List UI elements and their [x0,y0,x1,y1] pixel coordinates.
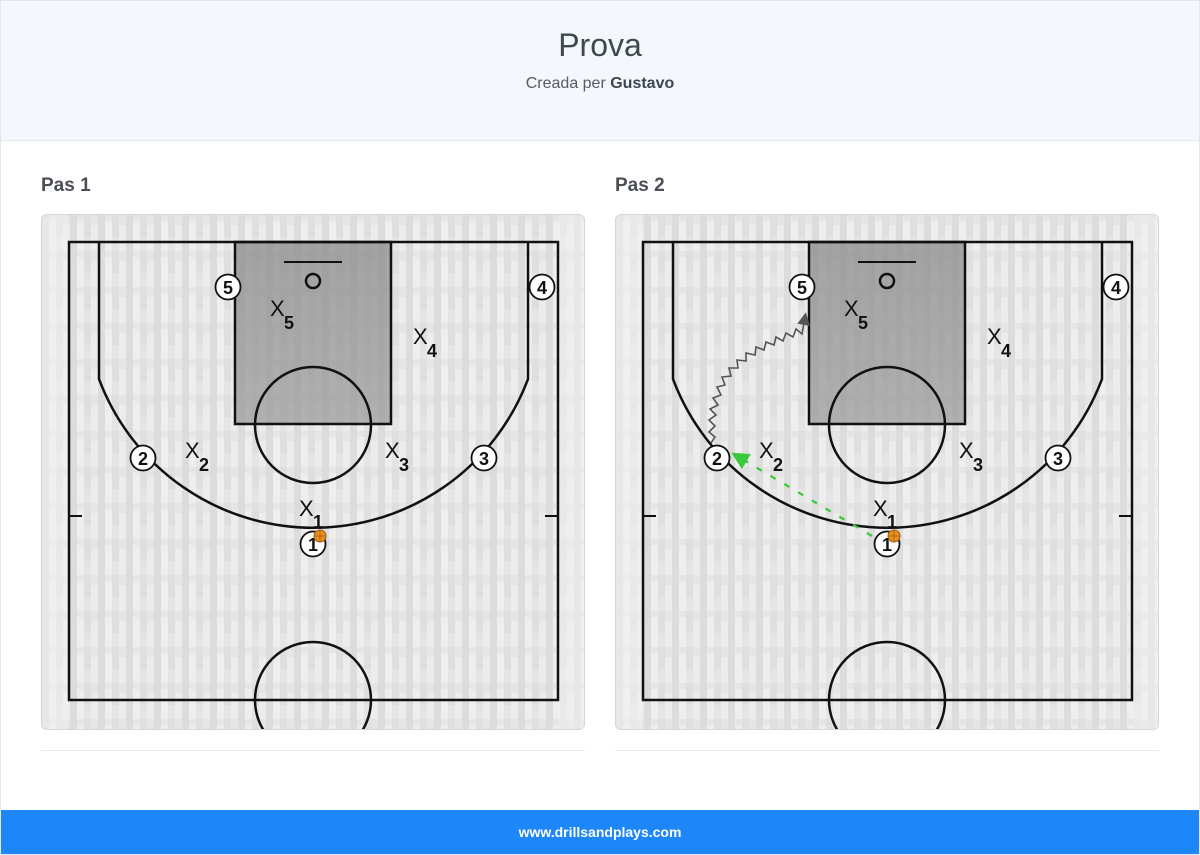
court-diagram-step-2: 5 4 2 3 1 X 5 [615,214,1159,730]
court-diagram-step-1: 5 4 2 3 1 X [41,214,585,730]
author-name[interactable]: Gustavo [610,75,675,92]
dribble-path[interactable] [707,312,810,444]
step-2-label: Pas 2 [615,175,665,196]
svg-text:2: 2 [138,449,148,469]
site-footer: www.drillsandplays.com [1,810,1199,854]
svg-text:X: X [873,496,888,521]
step-1-label: Pas 1 [41,175,91,196]
court-svg: 5 4 2 3 1 X [42,215,584,729]
three-point-line [97,242,530,529]
svg-text:X: X [185,438,200,463]
offense-player-2[interactable]: 2 [703,444,731,472]
offense-player-4[interactable]: 4 [528,273,556,301]
center-circle [827,640,947,729]
svg-text:2: 2 [773,455,783,475]
page-header: Prova Creada per Gustavo [1,1,1199,141]
svg-text:X: X [844,296,859,321]
offense-player-4[interactable]: 4 [1102,273,1130,301]
pass-path[interactable] [731,452,873,537]
defender-4[interactable]: X 4 [987,324,1011,361]
defender-5[interactable]: X 5 [844,296,868,333]
defender-2[interactable]: X 2 [185,438,209,475]
defender-5[interactable]: X 5 [270,296,294,333]
svg-text:2: 2 [712,449,722,469]
svg-text:X: X [987,324,1002,349]
offense-player-5[interactable]: 5 [788,273,816,301]
play-title: Prova [558,27,642,63]
three-point-line [671,242,1104,529]
svg-text:3: 3 [1053,449,1063,469]
court-boundary [641,240,1134,702]
free-throw-circle [827,365,947,485]
ball-icon[interactable] [887,529,901,543]
defender-1[interactable]: X 1 [299,496,323,532]
defender-3[interactable]: X 3 [959,438,983,475]
svg-text:5: 5 [858,313,868,333]
rim [878,272,896,290]
center-circle [253,640,373,729]
offense-player-2[interactable]: 2 [129,444,157,472]
svg-text:5: 5 [797,278,807,298]
offense-player-3[interactable]: 3 [1044,444,1072,472]
svg-text:1: 1 [308,535,318,555]
court-svg: 5 4 2 3 1 X 5 [616,215,1158,729]
defender-1[interactable]: X 1 [873,496,897,532]
svg-text:X: X [959,438,974,463]
svg-text:X: X [270,296,285,321]
free-throw-circle [253,365,373,485]
svg-text:3: 3 [973,455,983,475]
svg-text:2: 2 [199,455,209,475]
svg-text:5: 5 [223,278,233,298]
author-byline: Creada per Gustavo [1,75,1199,93]
svg-text:1: 1 [882,535,892,555]
step-1-divider [41,750,585,751]
rim [304,272,322,290]
ball-icon[interactable] [313,529,327,543]
defender-4[interactable]: X 4 [413,324,437,361]
step-2-divider [615,750,1159,751]
offense-player-3[interactable]: 3 [470,444,498,472]
svg-text:4: 4 [1111,278,1121,298]
svg-text:X: X [759,438,774,463]
svg-text:1: 1 [887,512,897,532]
svg-text:4: 4 [427,341,437,361]
svg-text:5: 5 [284,313,294,333]
svg-text:3: 3 [399,455,409,475]
paint-area [235,242,391,424]
defender-3[interactable]: X 3 [385,438,409,475]
offense-player-5[interactable]: 5 [214,273,242,301]
svg-text:X: X [299,496,314,521]
svg-text:X: X [385,438,400,463]
svg-text:X: X [413,324,428,349]
svg-text:4: 4 [537,278,547,298]
defender-2[interactable]: X 2 [759,438,783,475]
paint-area [809,242,965,424]
svg-text:4: 4 [1001,341,1011,361]
step-2: Pas 2 [615,175,1159,751]
court-boundary [67,240,560,702]
site-link[interactable]: www.drillsandplays.com [518,824,682,840]
svg-text:3: 3 [479,449,489,469]
step-1: Pas 1 [41,175,585,751]
created-by-label: Creada per [525,75,606,92]
svg-text:1: 1 [313,512,323,532]
